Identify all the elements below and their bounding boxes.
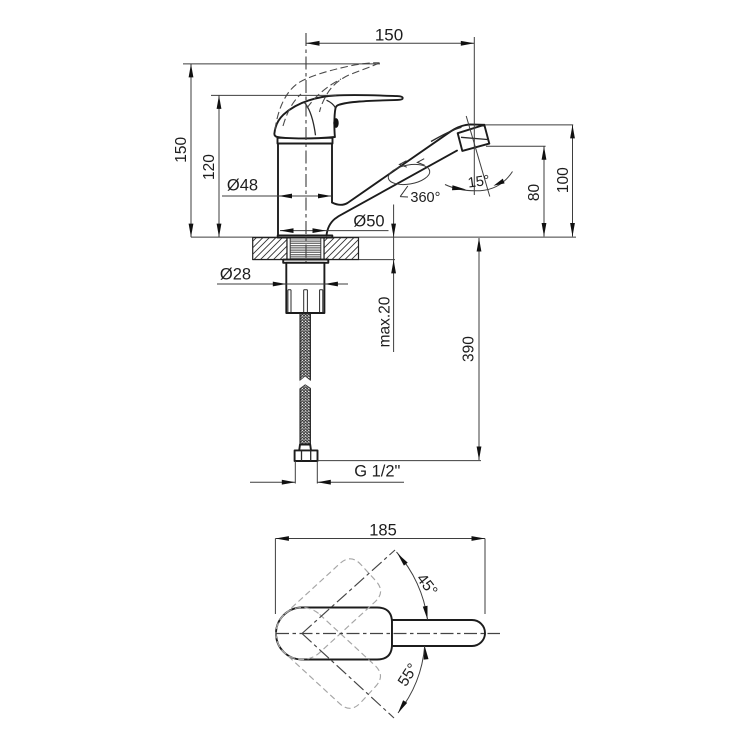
svg-text:Ø28: Ø28 — [220, 266, 251, 284]
svg-text:Ø48: Ø48 — [227, 177, 258, 195]
svg-text:150: 150 — [375, 25, 403, 44]
svg-text:Ø50: Ø50 — [353, 212, 384, 230]
svg-text:15°: 15° — [467, 173, 491, 192]
svg-text:100: 100 — [555, 167, 572, 193]
svg-text:120: 120 — [201, 154, 218, 180]
svg-text:185: 185 — [369, 521, 397, 539]
svg-text:G 1/2": G 1/2" — [354, 462, 400, 480]
svg-text:80: 80 — [526, 184, 543, 202]
svg-text:360°: 360° — [410, 190, 440, 206]
svg-text:max.20: max.20 — [377, 296, 394, 347]
svg-text:390: 390 — [461, 336, 478, 362]
svg-text:150: 150 — [173, 136, 190, 162]
